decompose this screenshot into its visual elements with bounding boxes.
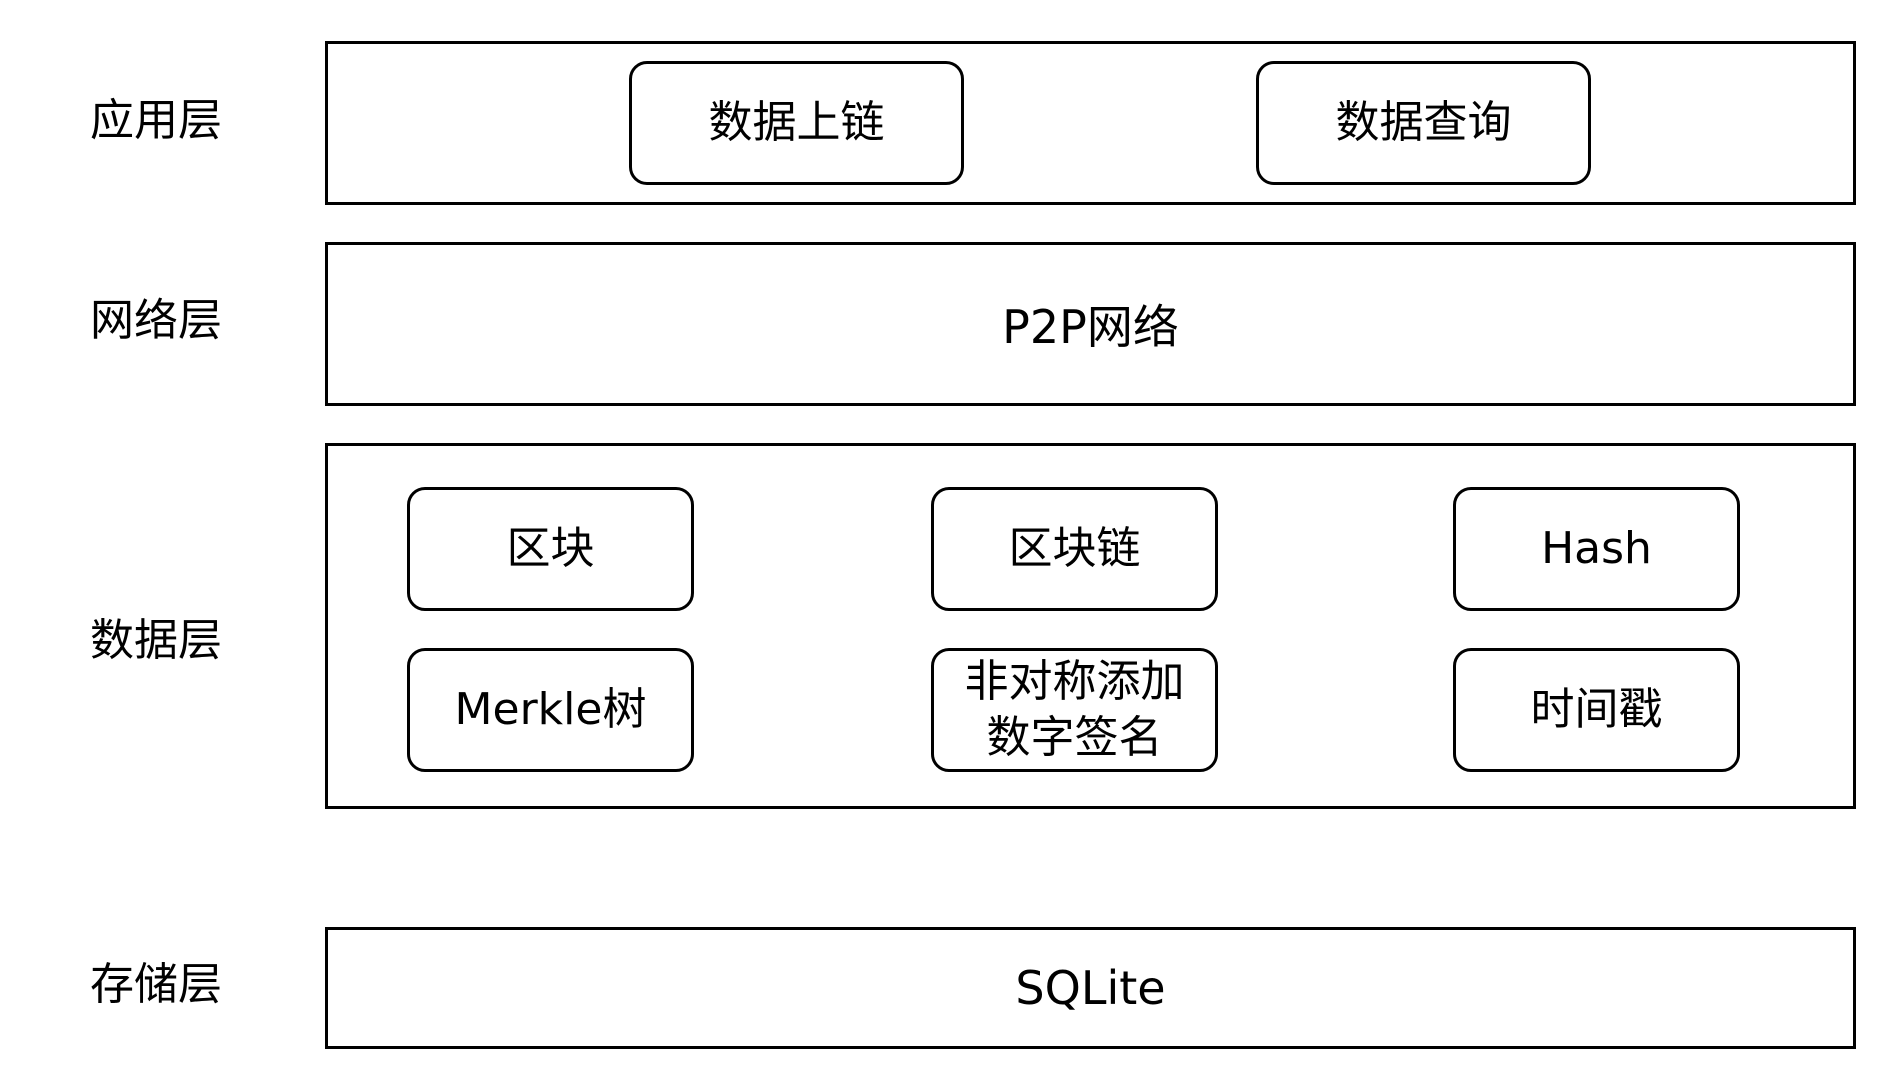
layer-box-storage: SQLite <box>325 927 1856 1049</box>
node-merkle-tree: Merkle树 <box>407 648 694 772</box>
node-asymmetric-line1: 非对称添加 <box>964 656 1185 707</box>
layer-label-storage: 存储层 <box>90 959 222 1010</box>
layer-box-network: P2P网络 <box>325 242 1856 406</box>
layer-label-data: 数据层 <box>90 615 222 666</box>
node-asymmetric-signature: 非对称添加 数字签名 <box>931 648 1218 772</box>
node-block: 区块 <box>407 487 694 611</box>
layer-label-application: 应用层 <box>90 95 222 146</box>
layer-box-application: 数据上链 数据查询 <box>325 41 1856 205</box>
node-asymmetric-line2: 数字签名 <box>986 712 1163 763</box>
node-timestamp: 时间戳 <box>1453 648 1740 772</box>
p2p-network: P2P网络 <box>1002 300 1179 354</box>
node-data-query: 数据查询 <box>1256 61 1591 185</box>
layer-label-network: 网络层 <box>90 295 222 346</box>
sqlite: SQLite <box>1015 961 1166 1015</box>
node-blockchain: 区块链 <box>931 487 1218 611</box>
layer-box-data: 区块 区块链 Hash Merkle树 非对称添加 数字签名 时间戳 <box>325 443 1856 809</box>
node-data-upload: 数据上链 <box>629 61 964 185</box>
node-hash: Hash <box>1453 487 1740 611</box>
